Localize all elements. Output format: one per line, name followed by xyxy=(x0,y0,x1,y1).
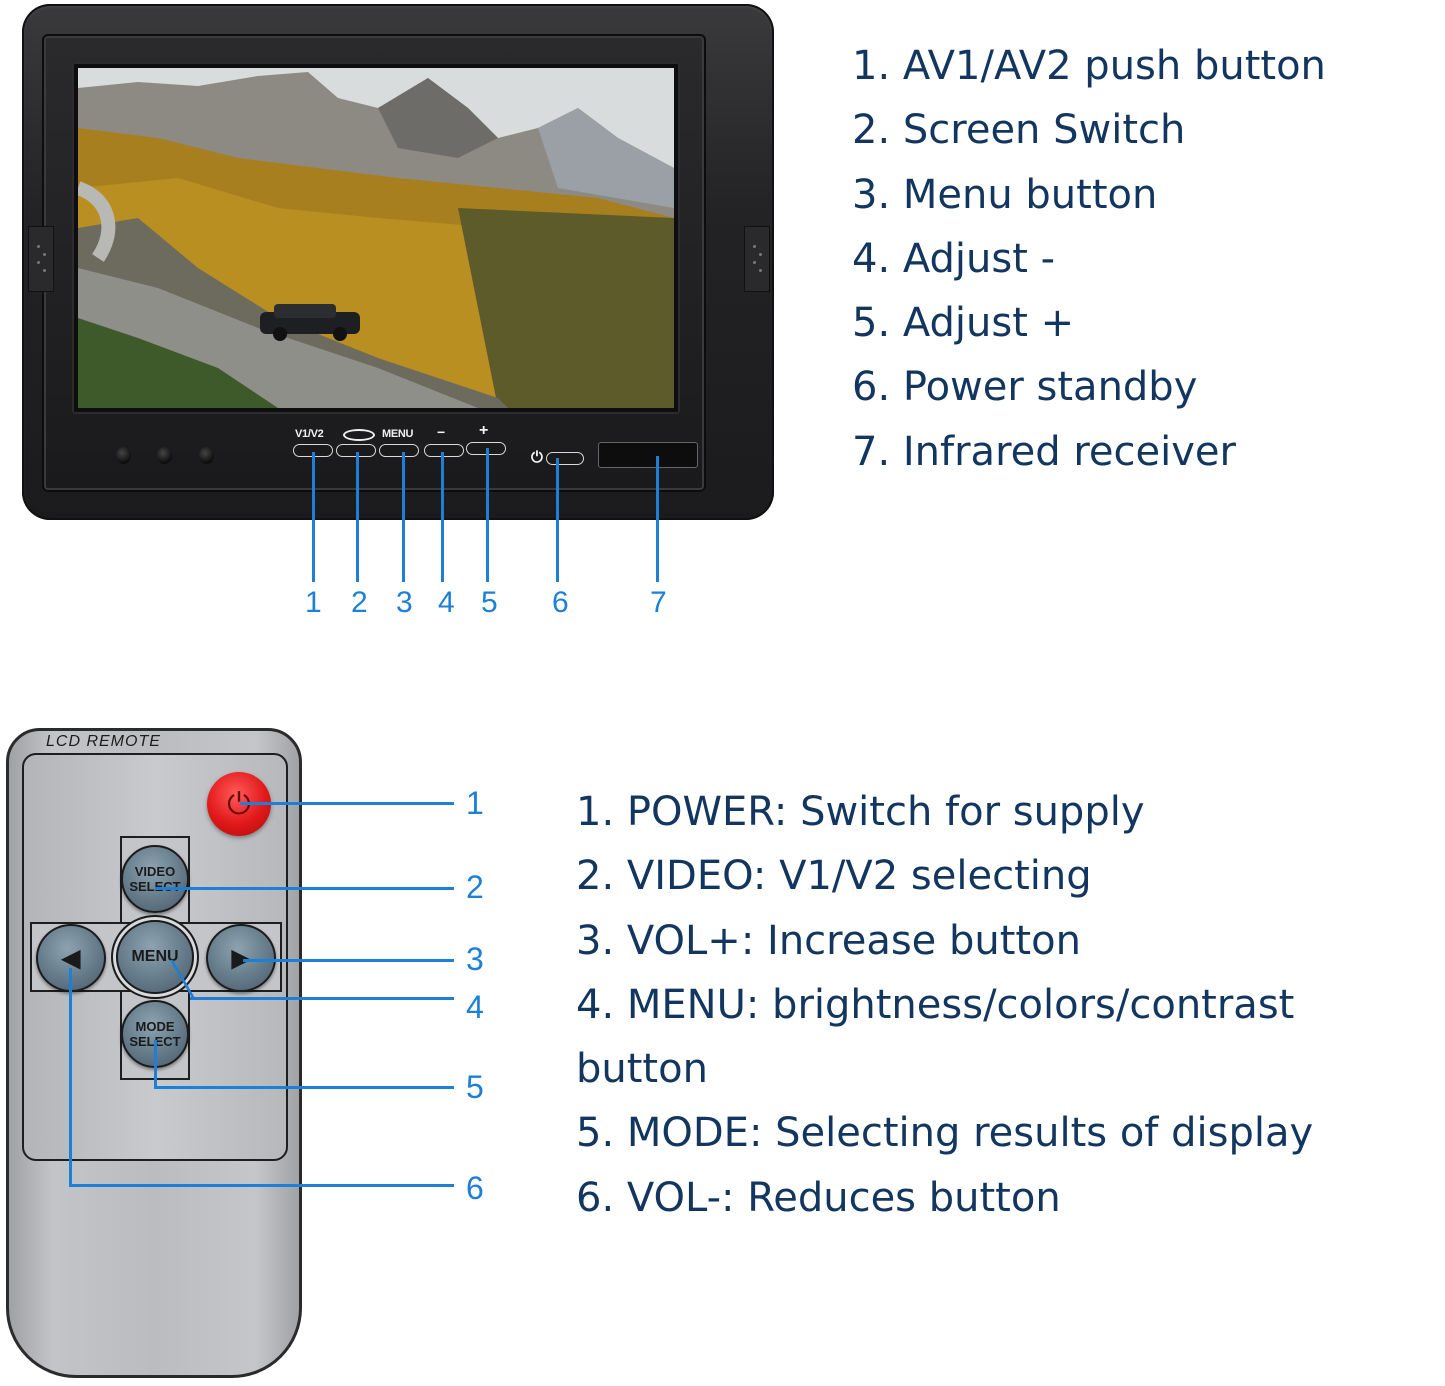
remote-legend-item: 4. MENU: brightness/colors/contrast xyxy=(576,981,1295,1028)
power-standby-button[interactable] xyxy=(546,452,584,465)
remote-legend-item: 5. MODE: Selecting results of display xyxy=(576,1110,1314,1157)
panel-label-plus: + xyxy=(479,422,489,439)
remote-callout-line-2 xyxy=(155,887,454,890)
remote-callout-number-5: 5 xyxy=(466,1069,484,1105)
remote-legend-item: 3. VOL+: Increase button xyxy=(576,917,1081,964)
callout-number-1: 1 xyxy=(305,586,322,619)
remote-callout-line-5 xyxy=(154,1086,454,1089)
mode-select-label-line1: MODE xyxy=(135,1019,175,1034)
callout-line-4 xyxy=(441,452,444,582)
remote-legend-item: 2. VIDEO: V1/V2 selecting xyxy=(576,853,1092,900)
remote-title: LCD REMOTE xyxy=(46,733,161,750)
menu-label: MENU xyxy=(131,948,179,965)
video-select-button[interactable]: VIDEO SELECT xyxy=(121,845,189,913)
callout-line-2 xyxy=(356,452,359,582)
callout-line-7 xyxy=(656,456,659,582)
remote-callout-number-2: 2 xyxy=(466,869,484,905)
monitor-legend-item: 5. Adjust + xyxy=(852,300,1075,347)
video-select-label-line1: VIDEO xyxy=(134,864,176,879)
speaker-hole xyxy=(116,447,131,464)
power-icon: ⏻ xyxy=(531,449,543,466)
remote-legend-item: 6. VOL-: Reduces button xyxy=(576,1174,1061,1221)
speaker-hole xyxy=(199,447,214,464)
right-arrow-icon: ▶ xyxy=(231,944,251,972)
panel-label-minus: − xyxy=(437,424,445,440)
remote-callout-line-1 xyxy=(240,802,454,805)
speaker-hole xyxy=(157,447,172,464)
monitor-legend-item: 7. Infrared receiver xyxy=(852,428,1236,475)
remote-callout-line-6 xyxy=(69,1184,454,1187)
left-arrow-icon: ◀ xyxy=(61,944,81,972)
monitor-legend-item: 2. Screen Switch xyxy=(852,107,1186,154)
landscape-photo xyxy=(78,68,674,408)
panel-label-menu: MENU xyxy=(382,428,414,440)
callout-line-3 xyxy=(402,452,405,582)
callout-line-5 xyxy=(486,448,489,582)
callout-number-5: 5 xyxy=(481,586,498,619)
monitor-legend-item: 4. Adjust - xyxy=(852,235,1056,282)
remote-callout-line-5-vertical xyxy=(154,1040,157,1088)
remote-callout-number-1: 1 xyxy=(466,785,484,821)
monitor-legend: 1. AV1/AV2 push button 2. Screen Switch … xyxy=(852,34,1326,484)
callout-number-7: 7 xyxy=(650,586,667,619)
remote-callout-number-6: 6 xyxy=(466,1170,484,1206)
remote-callout-number-4: 4 xyxy=(466,989,484,1025)
remote-callout-number-3: 3 xyxy=(466,941,484,977)
car xyxy=(260,304,360,341)
remote-callout-line-3 xyxy=(243,959,454,962)
monitor-screen-image xyxy=(78,68,674,408)
callout-line-1 xyxy=(312,452,315,582)
video-select-label-line2: SELECT xyxy=(129,879,180,894)
screen-switch-icon xyxy=(343,429,375,441)
remote-legend: 1. POWER: Switch for supply 2. VIDEO: V1… xyxy=(576,780,1313,1230)
left-bracket-hinge xyxy=(28,226,54,292)
callout-line-6 xyxy=(556,458,559,582)
callout-number-3: 3 xyxy=(396,586,413,619)
remote-legend-item: button xyxy=(576,1046,708,1093)
panel-label-v1v2: V1/V2 xyxy=(295,428,324,440)
vol-plus-right-button[interactable]: ▶ xyxy=(206,924,276,992)
callout-number-4: 4 xyxy=(438,586,455,619)
remote-callout-line-6-vertical xyxy=(69,968,72,1186)
right-bracket-hinge xyxy=(744,226,770,292)
monitor-legend-item: 3. Menu button xyxy=(852,171,1158,218)
remote-legend-item: 1. POWER: Switch for supply xyxy=(576,789,1145,835)
remote-callout-line-4 xyxy=(190,997,454,1000)
callout-number-6: 6 xyxy=(552,586,569,619)
monitor-legend-item: 1. AV1/AV2 push button xyxy=(852,43,1326,89)
power-icon: ⏻ xyxy=(227,786,251,822)
menu-button[interactable]: MENU xyxy=(116,920,194,994)
adjust-minus-button[interactable] xyxy=(424,444,464,457)
menu-button[interactable] xyxy=(379,444,419,457)
infrared-receiver-window xyxy=(598,442,698,468)
callout-number-2: 2 xyxy=(351,586,368,619)
monitor-legend-item: 6. Power standby xyxy=(852,364,1198,411)
